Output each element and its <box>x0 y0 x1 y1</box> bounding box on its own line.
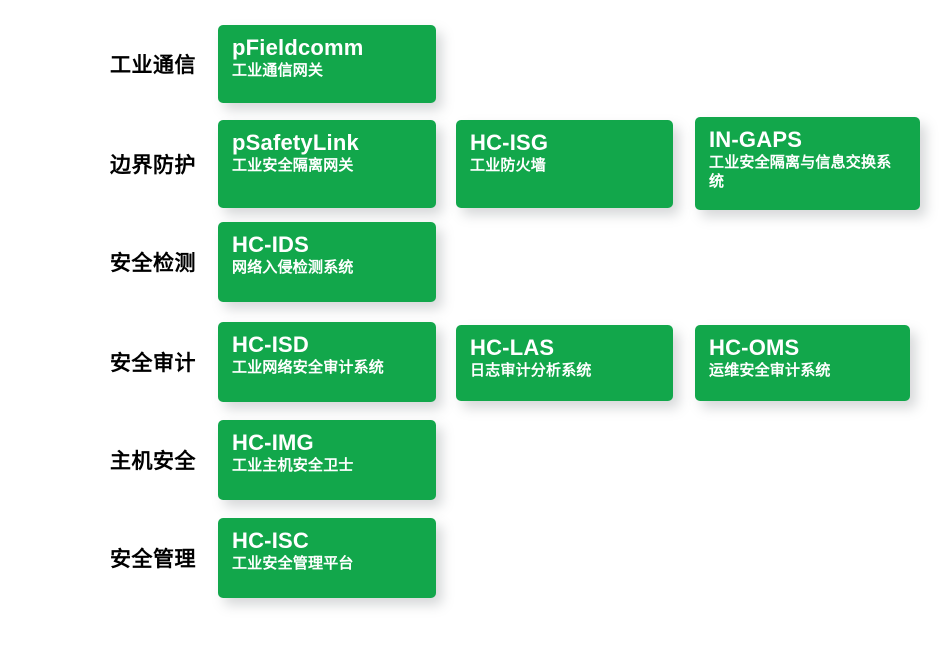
row-label-wrap-5: 主机安全 <box>0 420 196 500</box>
row-label-host-security: 主机安全 <box>110 450 196 473</box>
product-card-subtitle: 工业防火墙 <box>470 156 547 174</box>
product-card-title: pSafetyLink <box>232 130 359 155</box>
row-label-security-audit: 安全审计 <box>110 352 196 375</box>
row-label-wrap-1: 工业通信 <box>0 25 196 103</box>
product-card-title: IN-GAPS <box>709 127 803 152</box>
product-card-in-gaps[interactable]: IN-GAPS 工业安全隔离与信息交换系统 <box>695 117 920 210</box>
row-label-industrial-communication: 工业通信 <box>110 54 196 77</box>
product-card-hc-isg[interactable]: HC-ISG 工业防火墙 <box>456 120 673 208</box>
row-label-security-detection: 安全检测 <box>110 252 196 275</box>
product-card-title: HC-ISD <box>232 332 309 357</box>
row-label-wrap-4: 安全审计 <box>0 322 196 402</box>
product-card-hc-las[interactable]: HC-LAS 日志审计分析系统 <box>456 325 673 401</box>
product-card-subtitle: 网络入侵检测系统 <box>232 258 354 276</box>
product-card-hc-img[interactable]: HC-IMG 工业主机安全卫士 <box>218 420 436 500</box>
product-card-pfieldcomm[interactable]: pFieldcomm 工业通信网关 <box>218 25 436 103</box>
product-card-title: HC-ISC <box>232 528 309 553</box>
row-label-security-management: 安全管理 <box>110 548 196 571</box>
product-card-hc-isc[interactable]: HC-ISC 工业安全管理平台 <box>218 518 436 598</box>
product-card-hc-ids[interactable]: HC-IDS 网络入侵检测系统 <box>218 222 436 302</box>
product-card-subtitle: 工业通信网关 <box>232 61 324 79</box>
product-card-title: pFieldcomm <box>232 35 364 60</box>
row-label-wrap-6: 安全管理 <box>0 518 196 598</box>
product-card-psafetylink[interactable]: pSafetyLink 工业安全隔离网关 <box>218 120 436 208</box>
row-label-boundary-protection: 边界防护 <box>110 154 196 177</box>
product-card-subtitle: 工业安全隔离网关 <box>232 156 354 174</box>
row-label-wrap-3: 安全检测 <box>0 222 196 302</box>
product-card-subtitle: 工业安全隔离与信息交换系统 <box>709 153 892 190</box>
product-card-subtitle: 工业主机安全卫士 <box>232 456 354 474</box>
product-card-subtitle: 运维安全审计系统 <box>709 361 831 379</box>
product-card-subtitle: 工业安全管理平台 <box>232 554 354 572</box>
product-card-subtitle: 工业网络安全审计系统 <box>232 358 385 376</box>
product-card-title: HC-IMG <box>232 430 314 455</box>
row-label-wrap-2: 边界防护 <box>0 120 196 208</box>
product-card-hc-oms[interactable]: HC-OMS 运维安全审计系统 <box>695 325 910 401</box>
product-card-title: HC-OMS <box>709 335 800 360</box>
product-card-title: HC-IDS <box>232 232 309 257</box>
product-card-subtitle: 日志审计分析系统 <box>470 361 592 379</box>
product-card-hc-isd[interactable]: HC-ISD 工业网络安全审计系统 <box>218 322 436 402</box>
product-card-title: HC-ISG <box>470 130 549 155</box>
product-card-title: HC-LAS <box>470 335 555 360</box>
